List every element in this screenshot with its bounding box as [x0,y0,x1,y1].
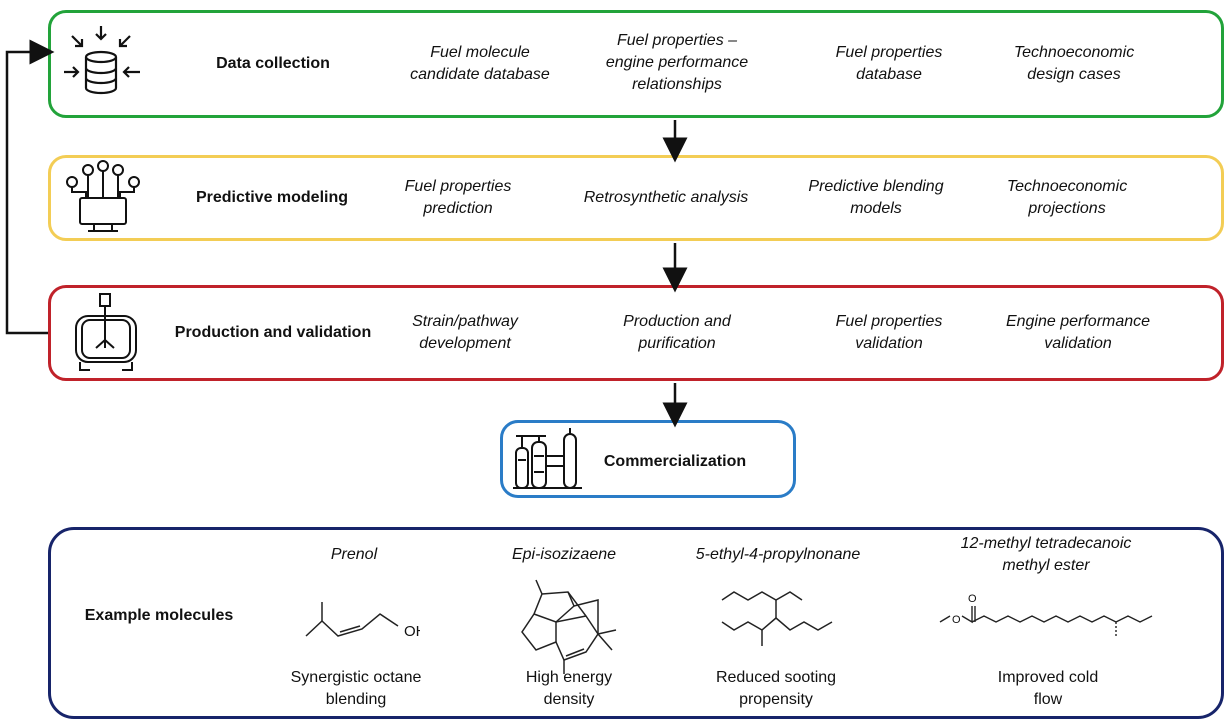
fuel-properties-engine-relationships-label: Fuel properties – engine performance rel… [605,32,749,93]
methyl-ester-structure-icon: O O [939,593,1153,638]
methyl-ester-benefit: Improved cold flow [997,669,1099,708]
methyl-ester-name: 12-methyl tetradecanoic methyl ester [960,535,1132,574]
production-purification-label: Production and purification [623,313,731,352]
prenol-structure-icon: OH [305,602,420,640]
hydroxyl-label: OH [404,623,420,640]
predictive-modeling-panel [48,155,1224,241]
ethyl-propylnonane-benefit: Reduced sooting propensity [715,669,837,708]
predictive-blending-models-label: Predictive blending models [808,178,944,217]
example-molecules-title: Example molecules [84,607,234,624]
carbonyl-oxygen-label: O [968,593,977,605]
ethyl-propylnonane-name: 5-ethyl-4-propylnonane [695,546,861,563]
technoeconomic-projections-label: Technoeconomic projections [1006,178,1128,217]
data-collection-title: Data collection [216,55,330,72]
ester-oxygen-label: O [952,614,961,626]
epi-isozizaene-name: Epi-isozizaene [511,546,617,563]
fuel-molecule-candidate-database-label: Fuel molecule candidate database [410,44,550,83]
fuel-properties-database-label: Fuel properties database [835,44,943,83]
predictive-modeling-title: Predictive modeling [195,189,349,206]
epi-isozizaene-structure-icon [521,579,617,674]
fuel-properties-prediction-label: Fuel properties prediction [404,178,512,217]
production-validation-panel [48,285,1224,381]
technoeconomic-design-cases-label: Technoeconomic design cases [1013,44,1135,83]
database-icon [64,26,140,95]
commercialization-title: Commercialization [603,453,747,470]
ethyl-propylnonane-structure-icon [721,591,833,646]
data-collection-panel [48,10,1224,118]
commercialization-panel [500,420,796,498]
strain-pathway-development-label: Strain/pathway development [412,313,518,352]
bioreactor-icon [75,293,137,371]
production-validation-title: Production and validation [174,324,372,341]
refinery-icon [513,428,582,489]
feedback-loop-arrow [5,39,55,335]
fuel-properties-validation-label: Fuel properties validation [835,313,943,352]
computer-network-icon [66,160,140,232]
prenol-benefit: Synergistic octane blending [290,669,422,708]
example-molecules-panel [48,527,1224,719]
prenol-name: Prenol [330,546,378,563]
retrosynthetic-analysis-label: Retrosynthetic analysis [583,189,749,206]
epi-isozizaene-benefit: High energy density [525,669,613,708]
engine-performance-validation-label: Engine performance validation [1005,313,1151,352]
